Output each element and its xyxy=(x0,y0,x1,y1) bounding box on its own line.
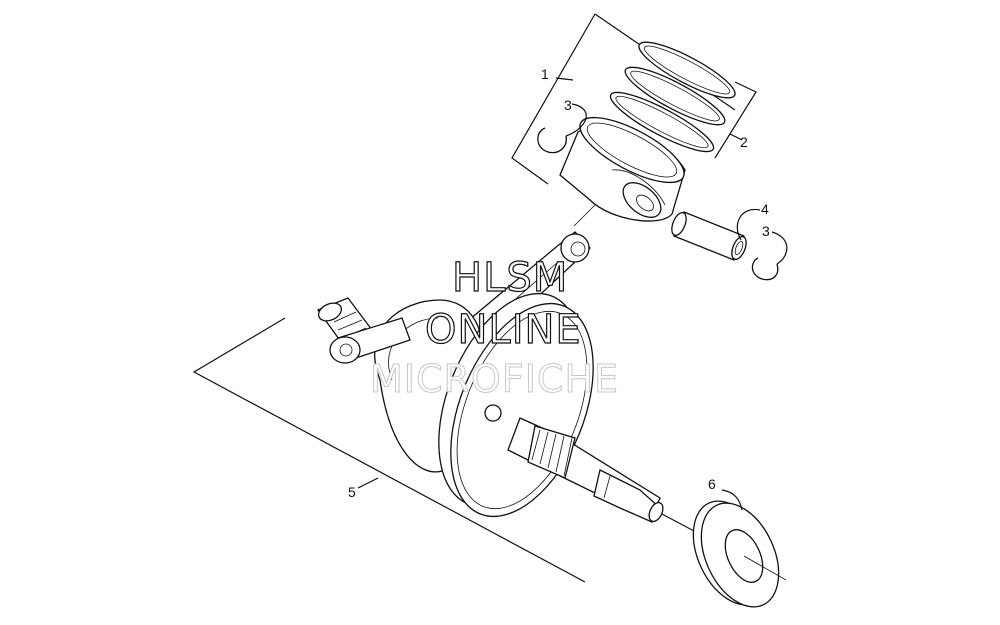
circlip-leaders xyxy=(565,103,788,265)
watermark-line-1: HLSM xyxy=(451,255,569,301)
crankshaft-bracket xyxy=(192,317,695,583)
piston-pin-circlip-right xyxy=(751,257,779,281)
callout-5: 5 xyxy=(348,484,356,500)
callout-3-right: 3 xyxy=(762,223,770,239)
piston xyxy=(559,116,686,227)
callout-6: 6 xyxy=(708,476,716,492)
thrust-washer xyxy=(692,489,787,608)
piston-rings xyxy=(609,41,736,153)
piston-pin xyxy=(671,208,761,261)
piston-pin-circlip-left xyxy=(537,127,567,154)
crankshaft xyxy=(316,292,664,523)
callout-3-left: 3 xyxy=(564,97,572,113)
callout-4: 4 xyxy=(761,201,769,217)
callout-2: 2 xyxy=(740,134,748,150)
callout-1: 1 xyxy=(541,66,549,82)
watermark-line-3: MICROFICHE xyxy=(369,357,620,401)
rings-bracket xyxy=(714,81,757,159)
watermark-line-2: ONLINE xyxy=(424,307,582,353)
